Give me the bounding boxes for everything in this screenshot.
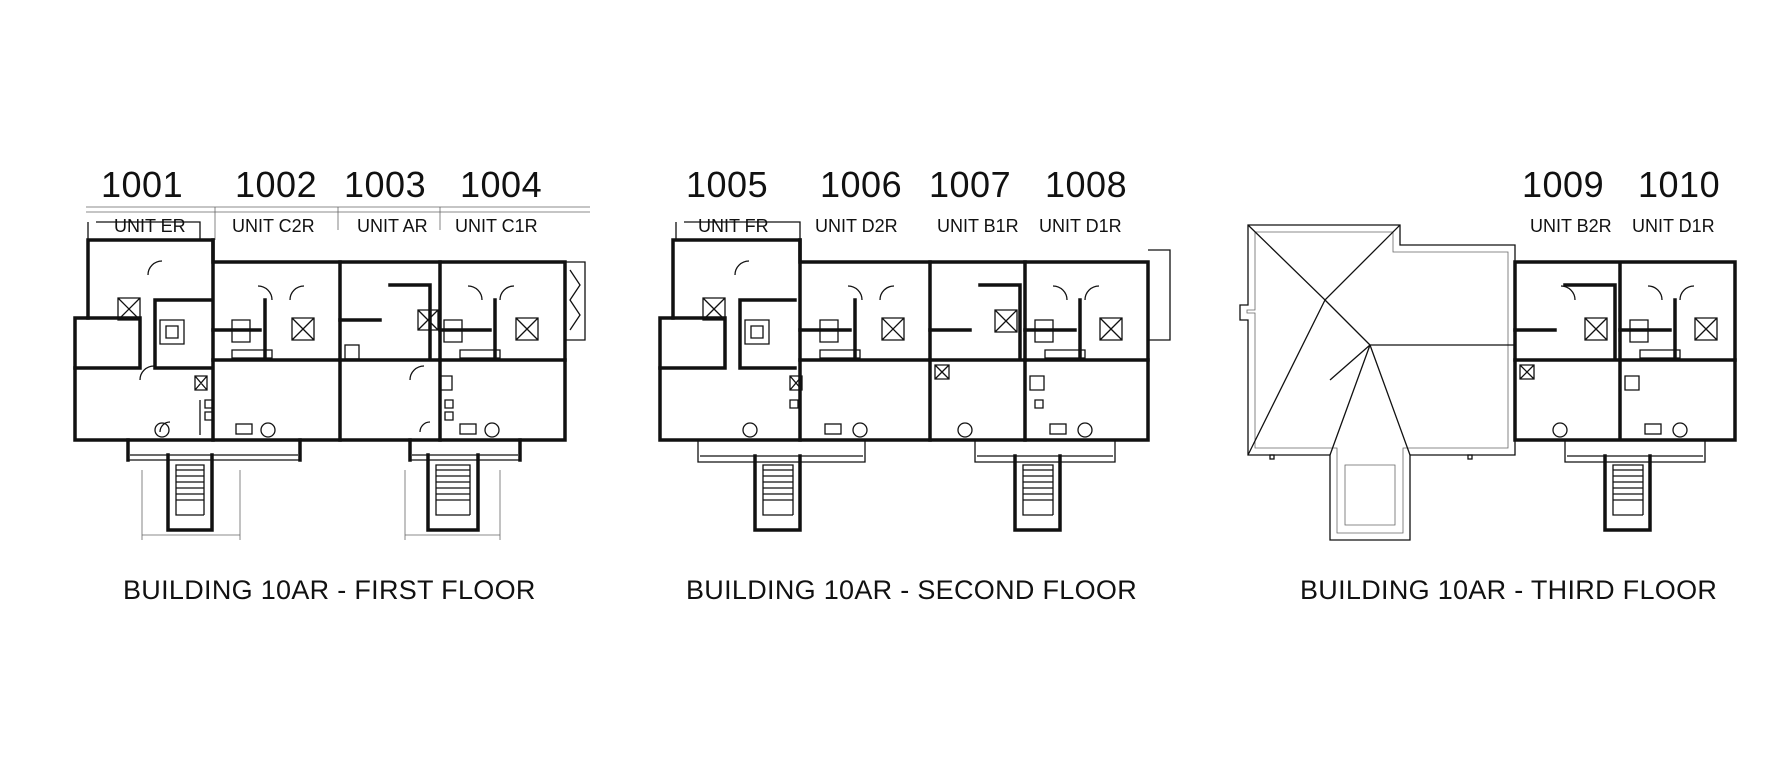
- unit-type-1003: UNIT AR: [357, 216, 428, 236]
- unit-type-1009: UNIT B2R: [1530, 216, 1612, 236]
- unit-number-1004: 1004: [460, 164, 543, 205]
- roof-outline: [1239, 224, 1516, 541]
- unit-type-1008: UNIT D1R: [1039, 216, 1122, 236]
- third-floor-caption: BUILDING 10AR - THIRD FLOOR: [1300, 575, 1718, 605]
- unit-number-1006: 1006: [820, 164, 903, 205]
- unit-type-1001: UNIT ER: [114, 216, 186, 236]
- unit-number-1005: 1005: [686, 164, 769, 205]
- unit-number-1002: 1002: [235, 164, 318, 205]
- first-floor-drawing: [73, 206, 590, 540]
- unit-number-1007: 1007: [929, 164, 1012, 205]
- third-floor-drawing: [1239, 224, 1737, 541]
- unit-number-1009: 1009: [1522, 164, 1605, 205]
- unit-number-1008: 1008: [1045, 164, 1128, 205]
- unit-type-1006: UNIT D2R: [815, 216, 898, 236]
- unit-number-1010: 1010: [1638, 164, 1721, 205]
- unit-type-1002: UNIT C2R: [232, 216, 315, 236]
- second-floor-drawing: [658, 221, 1171, 532]
- first-floor-caption: BUILDING 10AR - FIRST FLOOR: [123, 575, 536, 605]
- unit-type-1004: UNIT C1R: [455, 216, 538, 236]
- unit-type-1005: UNIT FR: [698, 216, 769, 236]
- unit-type-1007: UNIT B1R: [937, 216, 1019, 236]
- unit-number-1003: 1003: [344, 164, 427, 205]
- second-floor-caption: BUILDING 10AR - SECOND FLOOR: [686, 575, 1137, 605]
- unit-type-1010: UNIT D1R: [1632, 216, 1715, 236]
- unit-number-1001: 1001: [101, 164, 184, 205]
